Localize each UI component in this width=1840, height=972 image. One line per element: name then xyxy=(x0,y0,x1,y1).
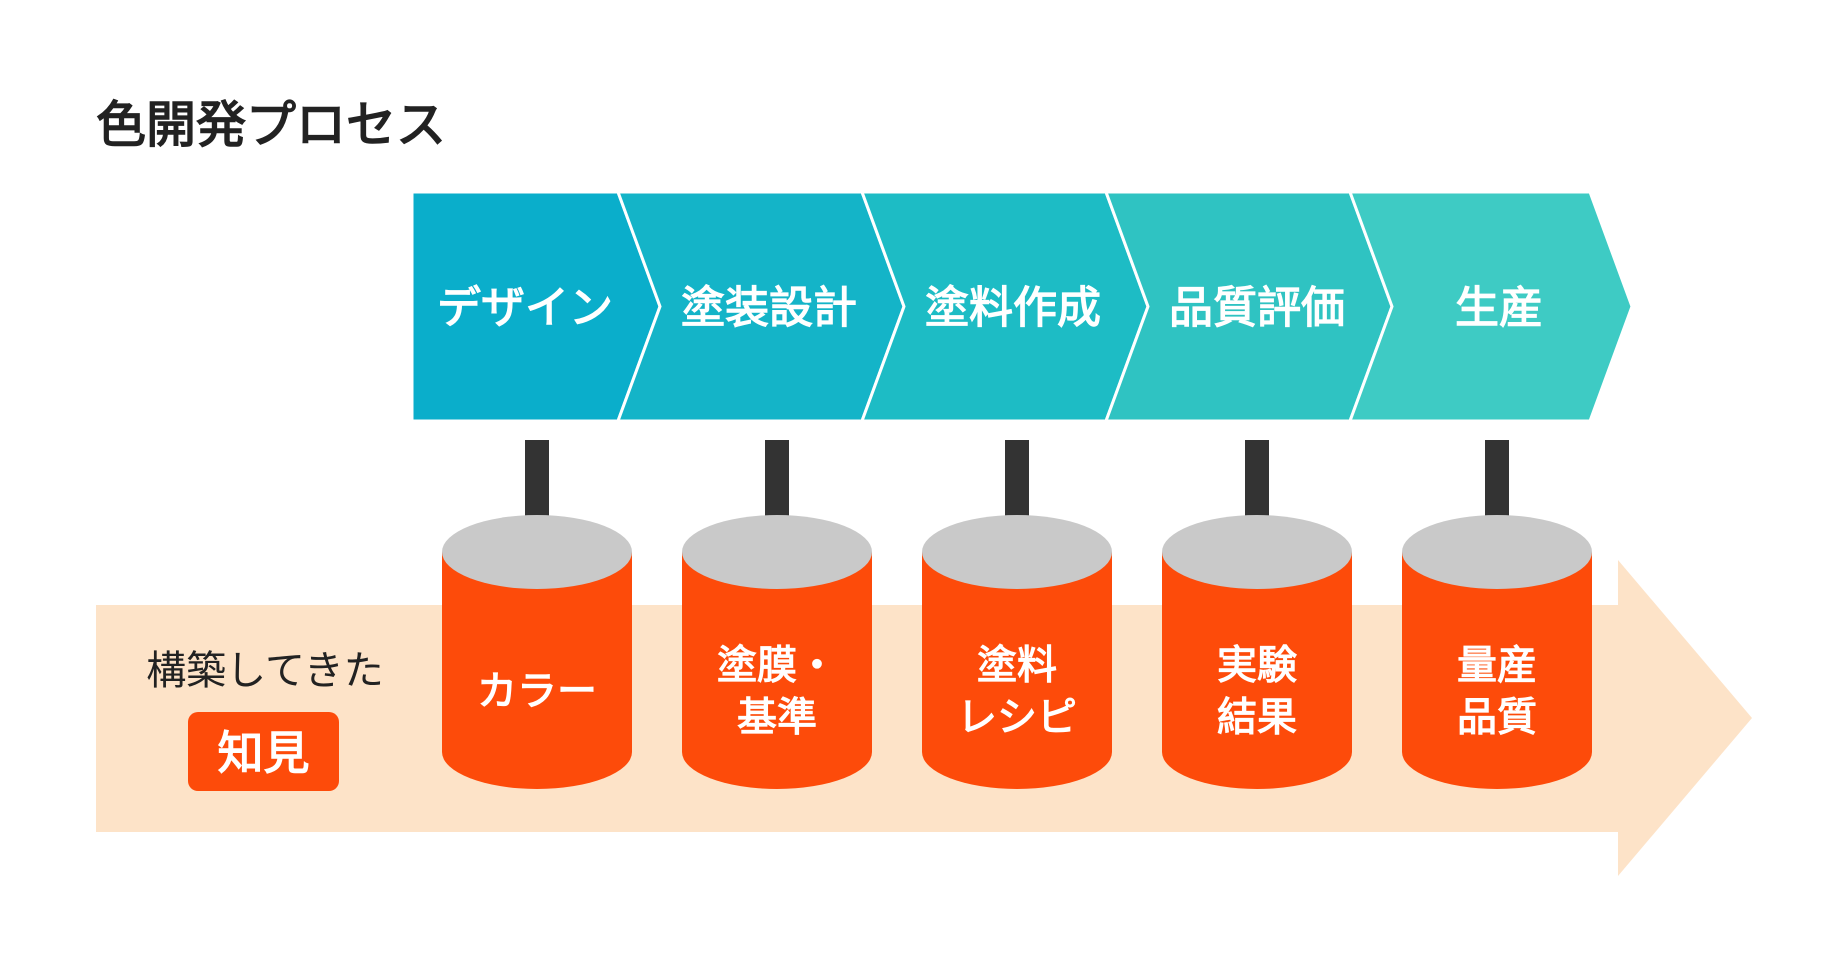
database-label: 基準 xyxy=(737,694,817,740)
database-cylinder: 塗膜・基準 xyxy=(682,515,872,789)
cylinder-body xyxy=(1162,552,1352,789)
cylinder-top xyxy=(1162,515,1352,589)
database-label: 塗膜・ xyxy=(717,642,837,688)
process-step-label: 品質評価 xyxy=(1169,283,1345,334)
cylinder-top xyxy=(682,515,872,589)
process-step-label: 塗装設計 xyxy=(681,283,857,334)
database-label: レシピ xyxy=(957,694,1077,740)
database-label: 量産 xyxy=(1457,642,1537,688)
database-label: 実験 xyxy=(1217,642,1298,688)
cylinder-top xyxy=(1402,515,1592,589)
process-step-label: 塗料作成 xyxy=(925,283,1101,334)
cylinder-body xyxy=(442,552,632,789)
process-step-label: 生産 xyxy=(1455,283,1543,334)
database-label: カラー xyxy=(477,668,597,714)
process-step-5 xyxy=(1347,190,1634,423)
knowledge-badge-label: 知見 xyxy=(218,726,310,780)
cylinder-top xyxy=(442,515,632,589)
cylinder-top xyxy=(922,515,1112,589)
cylinder-body xyxy=(1402,552,1592,789)
knowledge-label: 構築してきた xyxy=(146,648,384,694)
process-chevrons: デザイン 塗装設計 塗料作成 品質評価 生産 xyxy=(410,190,1634,423)
knowledge-badge xyxy=(188,712,339,791)
database-label: 品質 xyxy=(1457,694,1537,740)
database-cylinder: カラー xyxy=(442,515,632,789)
diagram-title: 色開発プロセス xyxy=(96,96,446,154)
process-step-label: デザイン xyxy=(437,283,613,334)
cylinder-body xyxy=(682,552,872,789)
database-label: 塗料 xyxy=(977,642,1057,688)
cylinder-body xyxy=(922,552,1112,789)
database-label: 結果 xyxy=(1217,694,1297,740)
